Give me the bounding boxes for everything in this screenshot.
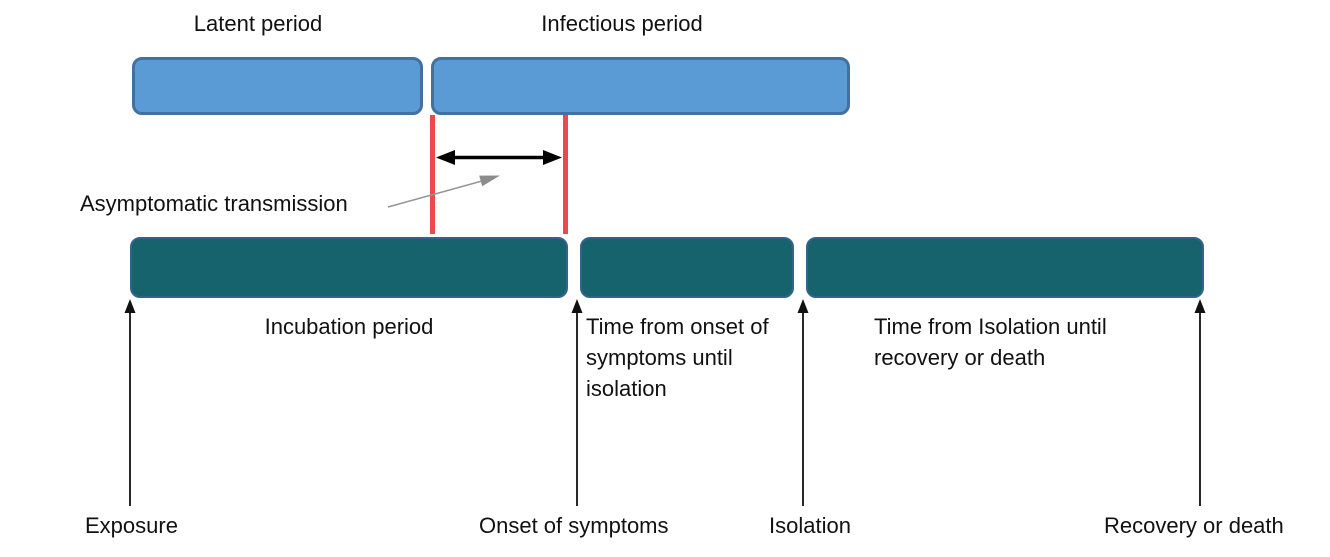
latent-period-bar (132, 57, 423, 115)
infectiousness-start-marker-line (430, 115, 435, 234)
event-label-exposure: Exposure (85, 513, 178, 538)
event-label-isolation: Isolation (769, 513, 851, 538)
event-label-recovery-or-death: Recovery or death (1104, 513, 1284, 538)
asymptomatic-range-double-arrow-icon (436, 150, 562, 165)
latent-period-label: Latent period (193, 11, 323, 36)
infectious-period-bar (431, 57, 850, 115)
isolation-to-recovery-bar (806, 237, 1204, 298)
event-arrow-recovery-or-death-icon (1194, 299, 1206, 506)
onset-to-isolation-bar (580, 237, 794, 298)
incubation-period-bar (130, 237, 568, 298)
event-arrow-onset-of-symptoms-icon (571, 299, 583, 506)
isolation-to-recovery-label: Time from Isolation until recovery or de… (874, 314, 1107, 370)
symptom-onset-marker-line (563, 115, 568, 234)
onset-to-isolation-label: Time from onset of symptoms until isolat… (586, 314, 769, 401)
infectious-period-label: Infectious period (541, 11, 703, 36)
asymptomatic-transmission-label: Asymptomatic transmission (80, 191, 348, 216)
event-label-onset-of-symptoms: Onset of symptoms (479, 513, 669, 538)
annotation-connector-arrow-icon (387, 175, 500, 208)
incubation-period-label: Incubation period (264, 314, 434, 339)
